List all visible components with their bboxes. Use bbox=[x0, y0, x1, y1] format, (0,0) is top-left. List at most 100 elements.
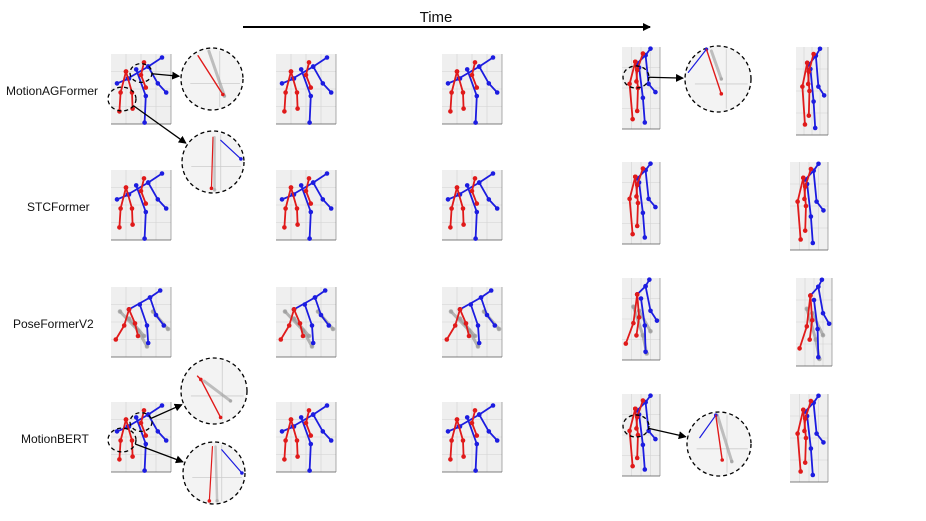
right-side-joint bbox=[484, 312, 490, 318]
pose-panel-motionbert-2 bbox=[276, 402, 337, 473]
right-side-joint bbox=[648, 393, 653, 398]
zoom-callout-motionagformer-lower bbox=[107, 86, 245, 194]
ground-truth-joint bbox=[448, 309, 454, 314]
zoom-limb bbox=[210, 136, 214, 189]
right-side-joint bbox=[159, 171, 165, 176]
left-side-joint bbox=[306, 176, 312, 181]
zoom-circle bbox=[181, 130, 245, 194]
time-label: Time bbox=[420, 9, 453, 26]
left-side-joint bbox=[461, 106, 466, 111]
right-side-joint bbox=[320, 429, 326, 434]
right-side-joint bbox=[298, 415, 304, 420]
ground-truth-joint bbox=[144, 344, 150, 349]
ground-truth-joint bbox=[640, 333, 646, 338]
zoom-circle bbox=[684, 45, 752, 113]
ground-truth-joint bbox=[496, 326, 502, 332]
right-side-joint bbox=[640, 442, 646, 448]
pose-panel-poseformerv2-4 bbox=[622, 277, 661, 361]
zoom-limb bbox=[202, 379, 232, 403]
left-side-joint bbox=[803, 435, 809, 441]
right-side-joint bbox=[473, 236, 478, 241]
right-side-joint bbox=[308, 441, 314, 447]
left-side-joint bbox=[469, 72, 475, 78]
right-side-joint bbox=[310, 412, 316, 417]
left-side-joint bbox=[807, 337, 812, 342]
left-side-joint bbox=[800, 84, 805, 89]
right-side-joint bbox=[816, 393, 821, 399]
zoom-source-circle bbox=[107, 86, 137, 112]
right-side-joint bbox=[145, 180, 151, 185]
left-side-joint bbox=[634, 426, 639, 431]
right-side-joint bbox=[490, 171, 496, 176]
zoom-joint bbox=[719, 77, 724, 81]
left-side-joint bbox=[634, 194, 639, 199]
left-side-joint bbox=[130, 454, 135, 459]
zoom-limb bbox=[699, 414, 717, 439]
right-side-joint bbox=[307, 120, 312, 125]
left-side-joint bbox=[129, 206, 135, 211]
right-side-joint bbox=[486, 197, 492, 202]
left-side-joint bbox=[798, 237, 803, 242]
left-side-joint bbox=[129, 438, 135, 443]
left-side-joint bbox=[295, 106, 300, 111]
left-side-joint bbox=[630, 231, 635, 237]
row-label-motionagformer: MotionAGFormer bbox=[6, 84, 98, 98]
left-side-joint bbox=[809, 317, 815, 323]
zoom-arrow bbox=[134, 443, 184, 464]
left-side-joint bbox=[282, 109, 287, 114]
left-side-joint bbox=[634, 223, 640, 229]
right-side-joint bbox=[133, 183, 139, 188]
right-side-joint bbox=[653, 89, 658, 95]
right-side-joint bbox=[816, 284, 821, 290]
zoom-callout-motionagformer-upper bbox=[129, 47, 244, 111]
row-label-poseformerv2: PoseFormerV2 bbox=[13, 317, 94, 331]
right-side-joint bbox=[486, 429, 492, 434]
zoom-limb bbox=[687, 48, 708, 74]
left-side-joint bbox=[118, 90, 123, 95]
left-side-joint bbox=[627, 81, 632, 87]
zoom-source-circle bbox=[129, 63, 153, 84]
zoom-circle bbox=[180, 47, 244, 111]
pose-panel-motionagformer-3 bbox=[442, 54, 503, 125]
zoom-joint bbox=[199, 377, 203, 382]
zoom-arrow bbox=[648, 427, 687, 440]
zoom-limb bbox=[207, 49, 226, 98]
left-side-joint bbox=[636, 315, 642, 320]
right-side-joint bbox=[653, 204, 658, 210]
left-side-joint bbox=[454, 417, 460, 422]
right-side-joint bbox=[142, 468, 147, 473]
left-side-joint bbox=[634, 182, 640, 188]
right-side-joint bbox=[820, 310, 826, 316]
left-side-joint bbox=[805, 81, 811, 87]
right-side-joint bbox=[821, 440, 826, 445]
left-side-joint bbox=[294, 90, 300, 95]
left-side-joint bbox=[288, 185, 294, 190]
left-side-joint bbox=[627, 428, 632, 434]
right-side-joint bbox=[815, 326, 820, 332]
left-side-joint bbox=[138, 420, 144, 426]
left-side-joint bbox=[297, 321, 303, 326]
right-side-joint bbox=[654, 318, 660, 323]
right-side-joint bbox=[808, 446, 814, 451]
pose-panel-poseformerv2-3 bbox=[442, 287, 503, 358]
right-side-joint bbox=[474, 441, 480, 447]
right-side-joint bbox=[147, 295, 153, 300]
left-side-joint bbox=[303, 72, 309, 78]
right-side-joint bbox=[318, 312, 324, 318]
zoom-source-circle bbox=[129, 411, 153, 432]
left-side-joint bbox=[469, 420, 475, 426]
zoom-limb bbox=[715, 413, 734, 464]
left-side-joint bbox=[469, 188, 475, 194]
right-side-joint bbox=[819, 277, 825, 283]
pose-panel-motionagformer-2 bbox=[276, 54, 337, 125]
right-side-joint bbox=[814, 431, 819, 436]
zoom-circle bbox=[182, 441, 246, 505]
ground-truth-joint bbox=[648, 329, 653, 334]
right-side-joint bbox=[298, 183, 304, 188]
right-side-joint bbox=[445, 197, 451, 202]
left-side-joint bbox=[803, 203, 809, 209]
right-side-joint bbox=[114, 197, 120, 202]
left-side-joint bbox=[123, 417, 129, 422]
zoom-arrow bbox=[648, 73, 685, 82]
